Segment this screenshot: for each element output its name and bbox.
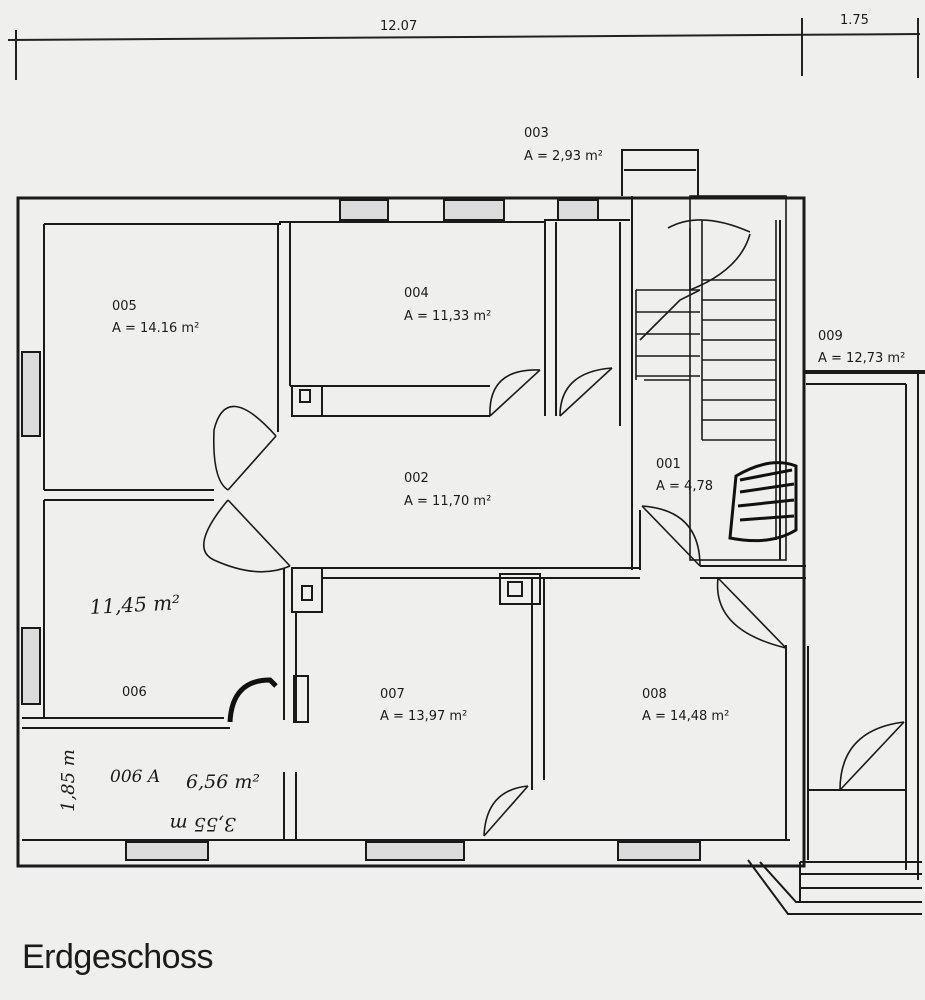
- room-008-label: 008 A = 14,48 m²: [642, 687, 729, 724]
- room-id: 008: [642, 687, 667, 702]
- room-002-label: 002 A = 11,70 m²: [404, 471, 491, 509]
- room-area: A = 14.16 m²: [112, 321, 199, 336]
- room-007-label: 007 A = 13,97 m²: [380, 687, 467, 724]
- interior-walls: [22, 149, 806, 840]
- room-id: 005: [112, 299, 137, 314]
- scribble-marks: [227, 461, 798, 723]
- room-id: 002: [404, 471, 429, 486]
- entrance-steps: [747, 859, 922, 915]
- room-id: 003: [524, 126, 549, 141]
- dimension-side: 1.75: [840, 13, 869, 28]
- room-005-label: 005 A = 14.16 m²: [112, 299, 199, 336]
- doors: [202, 367, 905, 837]
- handwritten-width: 3,55 m: [170, 813, 236, 835]
- room-id: 009: [818, 329, 843, 344]
- floor-title: Erdgeschoss: [22, 938, 214, 976]
- dimension-line: [7, 18, 921, 80]
- handwritten-room-006-area: 11,45 m²: [89, 590, 181, 619]
- room-area: A = 2,93 m²: [524, 149, 603, 164]
- windows: [21, 199, 701, 861]
- room-area: A = 11,33 m²: [404, 309, 491, 324]
- room-009-walls: [804, 370, 925, 880]
- room-003-label: 003 A = 2,93 m²: [524, 126, 603, 164]
- room-area: A = 11,70 m²: [404, 494, 491, 509]
- room-area: A = 4,78: [656, 479, 713, 494]
- room-id: 004: [404, 286, 429, 301]
- handwritten-height: 1,85 m: [58, 749, 79, 812]
- handwritten-room-006a-label: 006 A: [110, 767, 160, 787]
- room-001-label: 001 A = 4,78: [656, 457, 713, 494]
- room-004-label: 004 A = 11,33 m²: [404, 286, 491, 324]
- room-id: 001: [656, 457, 681, 472]
- room-area: A = 14,48 m²: [642, 709, 729, 724]
- room-006-label: 006: [122, 685, 147, 700]
- room-id: 007: [380, 687, 405, 702]
- room-id: 006: [122, 685, 147, 700]
- room-area: A = 13,97 m²: [380, 709, 467, 724]
- room-009-label: 009 A = 12,73 m²: [818, 329, 905, 366]
- handwritten-room-006a-area: 6,56 m²: [186, 771, 260, 793]
- staircase: [635, 195, 787, 561]
- dimension-main: 12.07: [380, 19, 417, 34]
- room-area: A = 12,73 m²: [818, 351, 905, 366]
